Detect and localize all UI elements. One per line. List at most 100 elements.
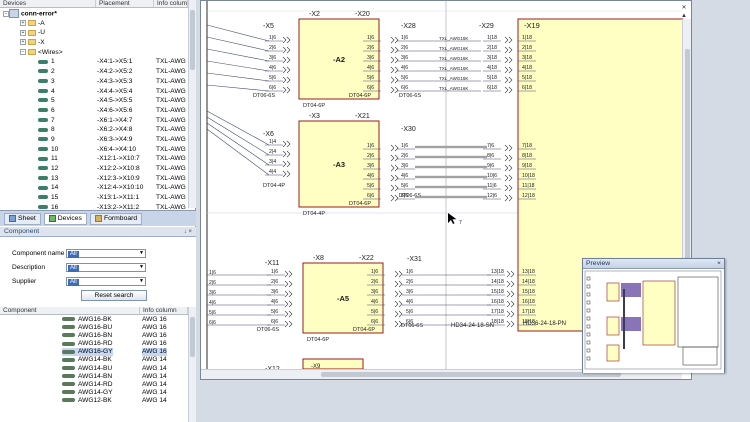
component-info: AWG 14 <box>142 356 167 364</box>
schematic-vertical-scrollbar[interactable] <box>682 19 691 369</box>
chevron-down-icon: ▼ <box>139 264 144 270</box>
connector-x19-label: -X19 <box>524 21 540 30</box>
preview-close-button[interactable]: × <box>717 260 721 267</box>
wire-number: 4 <box>51 87 55 95</box>
col-devices[interactable]: Devices <box>0 0 96 7</box>
wire-a2-in <box>206 84 270 92</box>
wire-placement: -X6:2->X4:8 <box>97 126 133 134</box>
pin-label-x19-bot: 15|18 <box>522 289 535 295</box>
pin-label-hd-sn: 17|18 <box>491 309 504 315</box>
col-info[interactable]: Info colum <box>154 0 188 7</box>
connector-x5-chevrons <box>282 46 291 54</box>
pin-label-hd-sn: 14|18 <box>491 279 504 285</box>
col-component[interactable]: Component <box>0 307 140 314</box>
tree-group[interactable]: +-U <box>0 28 188 38</box>
connector-x30-part: DT06-6S <box>399 193 421 199</box>
wire-placement: -X6:3->X4:9 <box>97 135 133 143</box>
preview-thumbnail[interactable] <box>583 269 724 373</box>
pin-label-x31: 4|6 <box>406 299 413 305</box>
tree-group[interactable]: +-A <box>0 19 188 29</box>
tab-formboard[interactable]: Formboard <box>89 212 143 225</box>
col-placement[interactable]: Placement <box>96 0 154 7</box>
expand-icon[interactable]: + <box>20 29 26 36</box>
connector-x28-label: -X28 <box>401 23 416 30</box>
pin-label-x30: 1|6 <box>401 143 408 149</box>
connector-x11-part: DT06-6S <box>257 327 279 333</box>
collapse-icon[interactable]: − <box>3 10 9 17</box>
description-select[interactable]: All▼ <box>66 263 146 272</box>
wire-label: TXL_AWG16K <box>439 86 468 91</box>
pin-label-x19-top: 6|18 <box>522 85 532 91</box>
preview-device <box>606 282 620 302</box>
component-scrollbar[interactable] <box>188 307 196 422</box>
wire-number: 13 <box>51 174 59 182</box>
col-info-column[interactable]: Info column <box>140 307 188 314</box>
connector-x30b-chevrons <box>504 194 513 202</box>
pin-label-x19-top: 3|18 <box>522 55 532 61</box>
tree-root[interactable]: −conn-error* <box>0 9 188 19</box>
component-name-select[interactable]: All▼ <box>66 249 146 258</box>
tab-sheet[interactable]: Sheet <box>4 212 41 225</box>
tab-devices[interactable]: Devices <box>43 212 87 225</box>
filter-supplier: Supplier All▼ <box>0 276 196 287</box>
wire-label: TXL_AWG16K <box>439 66 468 71</box>
expand-icon[interactable]: − <box>20 49 26 55</box>
connector-x31-part: DT06-6S <box>401 323 423 329</box>
close-icon[interactable]: ✕ <box>681 5 687 11</box>
reset-search-button[interactable]: Reset search <box>81 290 147 301</box>
expand-icon[interactable]: + <box>20 39 26 46</box>
expand-icon[interactable]: + <box>20 19 26 26</box>
tree-group[interactable]: +-X <box>0 38 188 48</box>
connector-x5-chevrons <box>282 86 291 94</box>
tree-group[interactable]: −<Wires> <box>0 48 188 58</box>
folder-icon <box>28 39 36 46</box>
mouse-cursor-icon <box>448 213 457 224</box>
pin-label-x11: 1|6 <box>271 269 278 275</box>
connector-x11-chevrons <box>284 280 293 288</box>
formboard-icon <box>94 215 102 222</box>
preview-wire-bundle <box>621 283 641 297</box>
panel-pin-close-buttons[interactable]: ↓ × <box>183 229 192 235</box>
connector-x6-part: DT04-4P <box>263 183 285 189</box>
supplier-select[interactable]: All▼ <box>66 277 146 286</box>
device-a2-label: -A2 <box>333 55 345 64</box>
scroll-up-icon[interactable]: ▲ <box>681 13 687 19</box>
device-a3-right-part: DT04-6P <box>349 201 371 207</box>
schematic-horizontal-scrollbar[interactable] <box>201 369 682 379</box>
cable-icon <box>62 373 75 378</box>
folder-icon <box>28 29 36 36</box>
cable-icon <box>62 357 75 362</box>
tree-scrollbar[interactable] <box>188 0 196 208</box>
pin-label-x29: 5|18 <box>487 75 497 81</box>
device-a5-left-part: DT04-6P <box>307 337 329 343</box>
preview-margin-mark <box>586 284 591 289</box>
component-name: AWG16-RD <box>78 340 113 348</box>
